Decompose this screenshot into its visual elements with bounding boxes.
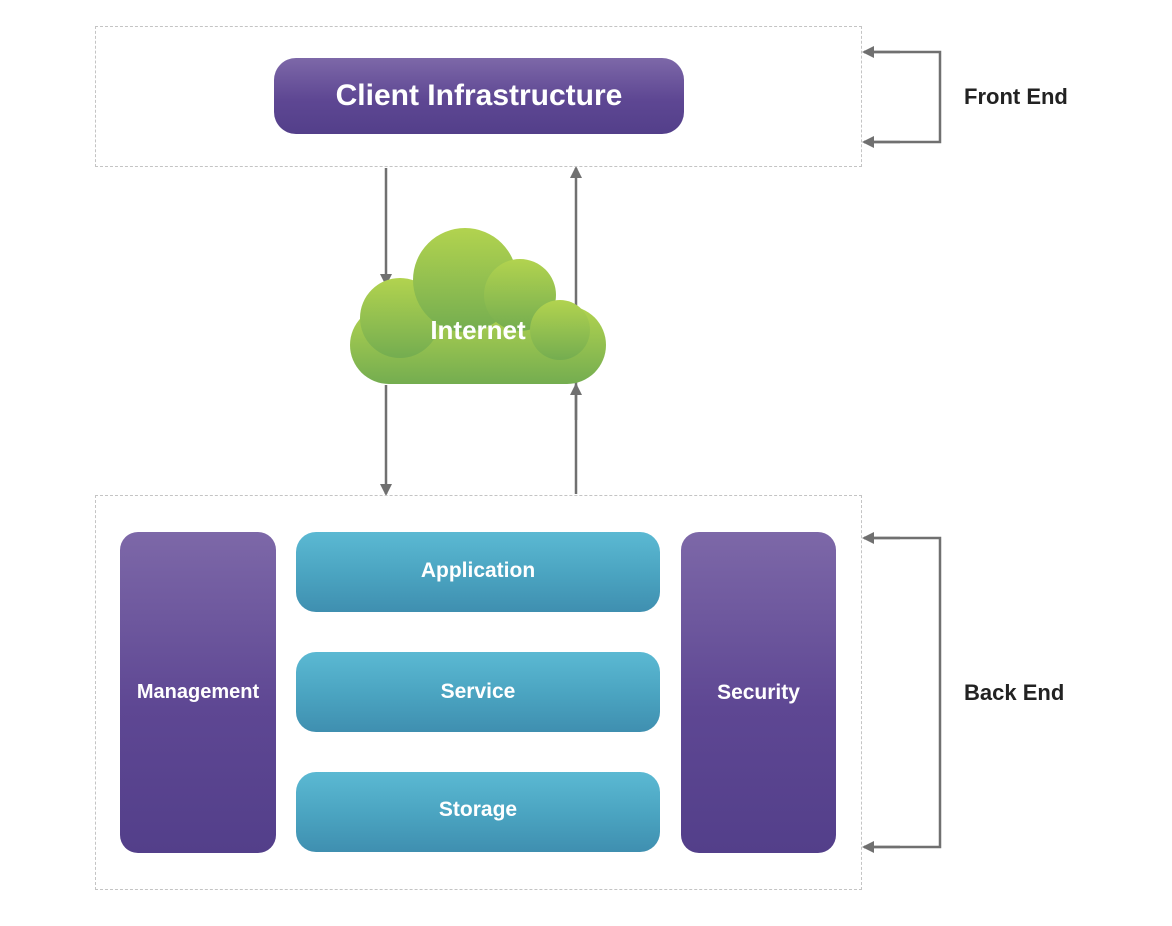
client-infrastructure-label: Client Infrastructure xyxy=(335,79,623,112)
internet-label-wrap: Internet xyxy=(350,310,606,350)
management-box: Management xyxy=(120,532,276,853)
application-label: Application xyxy=(420,559,536,582)
front-end-zone xyxy=(95,26,862,167)
application-layer-box: Application xyxy=(296,532,660,612)
management-label: Management xyxy=(136,681,260,703)
internet-label: Internet xyxy=(430,314,526,345)
service-label: Service xyxy=(440,680,516,703)
front-end-label: Front End xyxy=(964,84,1068,109)
back-end-zone xyxy=(95,495,862,890)
front-end-bracket xyxy=(864,50,942,144)
client-infrastructure-box: Client Infrastructure xyxy=(274,58,684,134)
security-box: Security xyxy=(681,532,836,853)
storage-label: Storage xyxy=(438,798,518,821)
service-layer-box: Service xyxy=(296,652,660,732)
storage-layer-box: Storage xyxy=(296,772,660,852)
cloud-icon xyxy=(350,228,606,384)
back-end-bracket xyxy=(864,536,942,849)
security-label: Security xyxy=(717,680,800,704)
back-end-label: Back End xyxy=(964,680,1065,705)
